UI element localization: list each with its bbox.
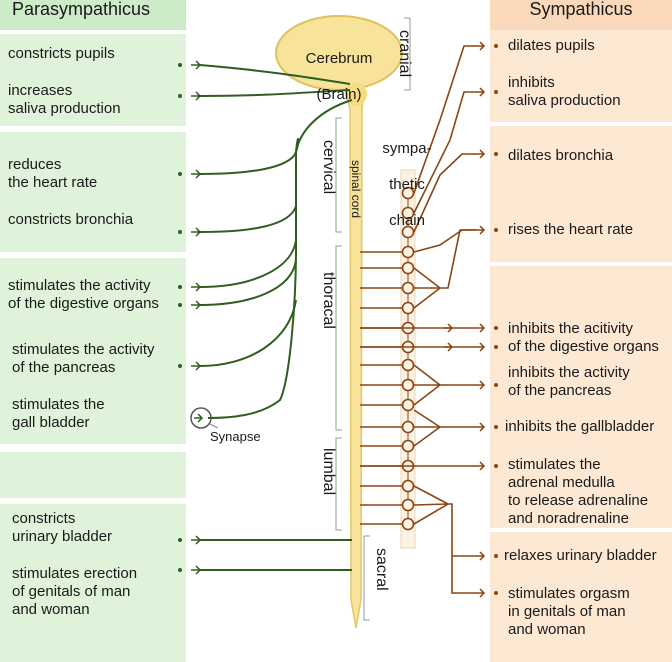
region-lumbal: lumbal [320,448,337,496]
para-effect-heart: reduces the heart rate [8,156,98,191]
para-effect-saliva: increases saliva production [8,82,121,117]
chain-label-line3: chain [389,212,425,229]
chain-ganglion [401,517,415,531]
region-brackets [335,17,411,621]
chain-ganglion [401,479,415,493]
chain-ganglion [401,245,415,259]
para-effect-pancreas: stimulates the activity of the pancreas [12,341,155,376]
brain-label-line1: Cerebrum [305,50,373,67]
sympathetic-chain-label: sympa- thetic chain [377,122,437,248]
region-sacral: sacral [373,548,390,591]
brain-label: Cerebrum (Brain) [296,32,382,122]
para-box-digestion [0,258,186,444]
sym-box-heart [490,126,672,262]
chain-ganglion [401,301,415,315]
chain-ganglion [401,378,415,392]
sym-end-dots [494,44,498,595]
chain-ganglion [401,358,415,372]
para-effect-genitals: stimulates erection of genitals of man a… [12,565,138,618]
region-cervical: cervical [320,140,337,195]
sym-effect-heart: rises the heart rate [508,221,634,238]
chain-ganglion [401,439,415,453]
chain-ganglion [401,225,415,239]
sym-box-digestion [490,266,672,528]
para-effect-pupils: constricts pupils [8,45,115,62]
para-box-heart [0,132,186,252]
sym-nerves [360,45,476,594]
para-box-head [0,34,186,126]
sym-effect-gallbladder: inhibits the gallbladder [505,418,655,435]
sym-effect-pupils: dilates pupils [508,37,595,54]
chain-ganglion [401,281,415,295]
spinal-cord-label: spinal cord [349,160,363,219]
chain-label-line2: thetic [389,176,425,193]
region-cranial: cranial [396,30,413,78]
para-end-dots [178,63,182,572]
sym-box-head [490,30,672,122]
sym-effect-adrenal: stimulates the adrenal medulla to releas… [508,456,649,527]
brain-label-line2: (Brain) [316,86,362,103]
region-thoracal: thoracal [320,272,337,329]
sympathicus-title: Sympathicus [490,0,672,30]
sym-box-pelvic [490,532,672,662]
para-effect-digestion: stimulates the activity of the digestive… [8,277,159,312]
sym-effect-bronchia: dilates bronchia [508,147,614,164]
chain-ganglion [401,261,415,275]
chain-ganglion [401,498,415,512]
sym-effect-urinary-bladder: relaxes urinary bladder [504,547,657,564]
para-nerves [199,64,353,571]
sym-effect-digestion: inhibits the acitivity of the digestive … [508,320,659,355]
chain-ganglion [401,398,415,412]
sym-synapse-marks [444,41,486,598]
para-effect-urinary-bladder: constricts urinary bladder [12,510,113,545]
chain-label-line1: sympa- [382,140,432,157]
para-effect-gallbladder: stimulates the gall bladder [12,396,105,431]
chain-ganglion [401,206,415,220]
para-effect-bronchia: constricts bronchia [8,211,134,228]
para-box-blank [0,452,186,498]
sym-effect-genitals: stimulates orgasm in genitals of man and… [508,585,630,638]
sym-effect-pancreas: inhibits the activity of the pancreas [508,364,630,399]
chain-ganglion [401,420,415,434]
parasympathicus-title: Parasympathicus [0,0,186,30]
sym-effect-saliva: inhibits saliva production [508,74,621,109]
para-synapse-marks [191,60,202,575]
synapse-label: Synapse [210,429,261,444]
chain-ganglion [401,186,415,200]
synapse-marker [190,407,219,429]
para-box-pelvic [0,504,186,662]
